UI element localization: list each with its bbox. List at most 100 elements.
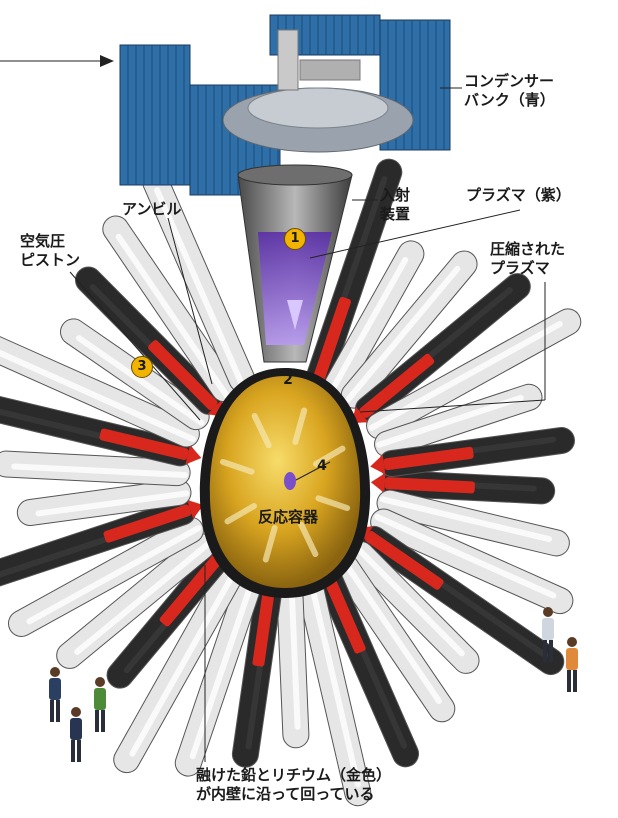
capacitor-block-left: [119, 44, 191, 186]
piston-highlight: [26, 525, 202, 625]
piston: [7, 516, 204, 637]
person-3-leg-left: [95, 710, 99, 732]
piston-highlight: [288, 574, 301, 730]
shock-arrow: [292, 407, 308, 446]
person-5-leg-right: [573, 670, 577, 692]
piston-red: [351, 273, 531, 424]
injector-rim: [237, 164, 353, 186]
plasma-label-text: プラズマ（紫）: [466, 186, 571, 204]
piston-red-rod: [252, 576, 277, 667]
person-1-head: [50, 667, 60, 677]
person-4-leg-right: [549, 640, 553, 662]
person-2-leg-left: [71, 740, 75, 762]
person-3-leg-right: [101, 710, 105, 732]
piston-highlight: [11, 463, 189, 478]
piston-array: [0, 158, 582, 807]
piston-red: [0, 498, 204, 593]
people-scale-figures: [49, 607, 578, 762]
molten-metal-label: 融けた鉛とリチウム（金色） が内壁に沿って回っている: [196, 766, 391, 804]
person-4: [542, 607, 554, 662]
person-3-head: [95, 677, 105, 687]
shock-arrow: [262, 524, 278, 563]
anvil-label-text: アンビル: [122, 200, 182, 218]
piston-highlight: [0, 348, 196, 443]
piston-red-rod: [384, 477, 475, 494]
marker-2: 2: [283, 372, 293, 388]
piston-highlight: [339, 556, 442, 705]
capacitor-bank-label-line1: コンデンサー: [464, 72, 555, 90]
marker-4: 4: [317, 458, 327, 474]
compressed-plasma-label-line2: プラズマ: [490, 259, 550, 277]
piston-red-rod: [359, 353, 435, 418]
plasma-arrow: [287, 300, 303, 330]
person-3-torso: [94, 688, 106, 710]
piston-red-rod: [320, 568, 366, 654]
injector: [237, 164, 353, 363]
person-5-torso: [566, 648, 578, 670]
capacitor-bank-label: コンデンサー バンク（青）: [464, 72, 555, 110]
switching-platform-top: [247, 87, 389, 129]
piston-red-rod: [103, 504, 192, 543]
person-4-leg-left: [543, 640, 547, 662]
piston-red: [370, 469, 556, 505]
person-2-leg-right: [77, 740, 81, 762]
piston-arrow-head: [186, 499, 204, 519]
piston: [366, 308, 582, 440]
injector-label: 入射 装置: [380, 186, 410, 224]
shock-arrow: [315, 495, 351, 512]
piston-arrow-head: [185, 445, 202, 465]
air-piston-label: 空気圧 ピストン: [20, 232, 80, 270]
marker-3: 3: [131, 356, 153, 378]
anvil-leader: [167, 217, 213, 385]
piston-highlight: [306, 571, 361, 788]
piston: [295, 569, 372, 807]
piston-red-rod: [383, 446, 474, 471]
piston-highlight: [353, 544, 465, 657]
person-2: [70, 707, 82, 762]
capacitor-bank-label-line2: バンク（青）: [464, 91, 555, 109]
person-1-torso: [49, 678, 61, 700]
molten-metal-label-line1: 融けた鉛とリチウム（金色）: [196, 766, 392, 784]
piston-highlight: [74, 540, 213, 655]
marker-4-leader: [295, 461, 331, 481]
piston: [0, 332, 200, 448]
piston-red: [74, 266, 225, 417]
person-1-leg-left: [50, 700, 54, 722]
shock-arrow: [312, 445, 346, 468]
piston-highlight: [376, 394, 524, 448]
piston: [16, 479, 192, 527]
piston-highlight: [374, 513, 557, 599]
injector-label-line1: 入射: [380, 186, 411, 204]
air-piston-leader: [69, 271, 201, 421]
gas-tank: [277, 29, 299, 91]
piston-red: [0, 394, 202, 467]
marker-1: 1: [284, 228, 306, 250]
molten-metal-label-line2: が内壁に沿って回っている: [196, 785, 375, 803]
injector-label-line2: 装置: [380, 205, 411, 223]
shock-arrow: [298, 521, 319, 557]
piston: [276, 572, 310, 749]
person-5-leg-left: [567, 670, 571, 692]
piston: [347, 541, 480, 674]
piston-red-rod: [148, 340, 218, 411]
plasma-label: プラズマ（紫）: [466, 186, 571, 205]
piston-red-rod: [312, 296, 351, 385]
piston: [370, 508, 574, 615]
piston: [376, 489, 570, 557]
reactor-vessel: [199, 368, 371, 598]
plasma-leader: [309, 209, 521, 259]
capacitor-bank: [119, 14, 451, 196]
piston-highlight: [368, 321, 563, 431]
compressed-plasma-core: [284, 472, 296, 490]
piston-highlight: [129, 563, 241, 757]
piston: [0, 450, 191, 487]
piston-arrow-head: [370, 473, 386, 493]
anvil-label: アンビル: [122, 200, 181, 219]
piston-highlight: [344, 265, 461, 404]
person-2-head: [71, 707, 81, 717]
person-1-leg-right: [56, 700, 60, 722]
person-1: [49, 667, 61, 722]
leader-lines: [0, 55, 546, 762]
vessel-label: 反応容器: [258, 508, 318, 527]
